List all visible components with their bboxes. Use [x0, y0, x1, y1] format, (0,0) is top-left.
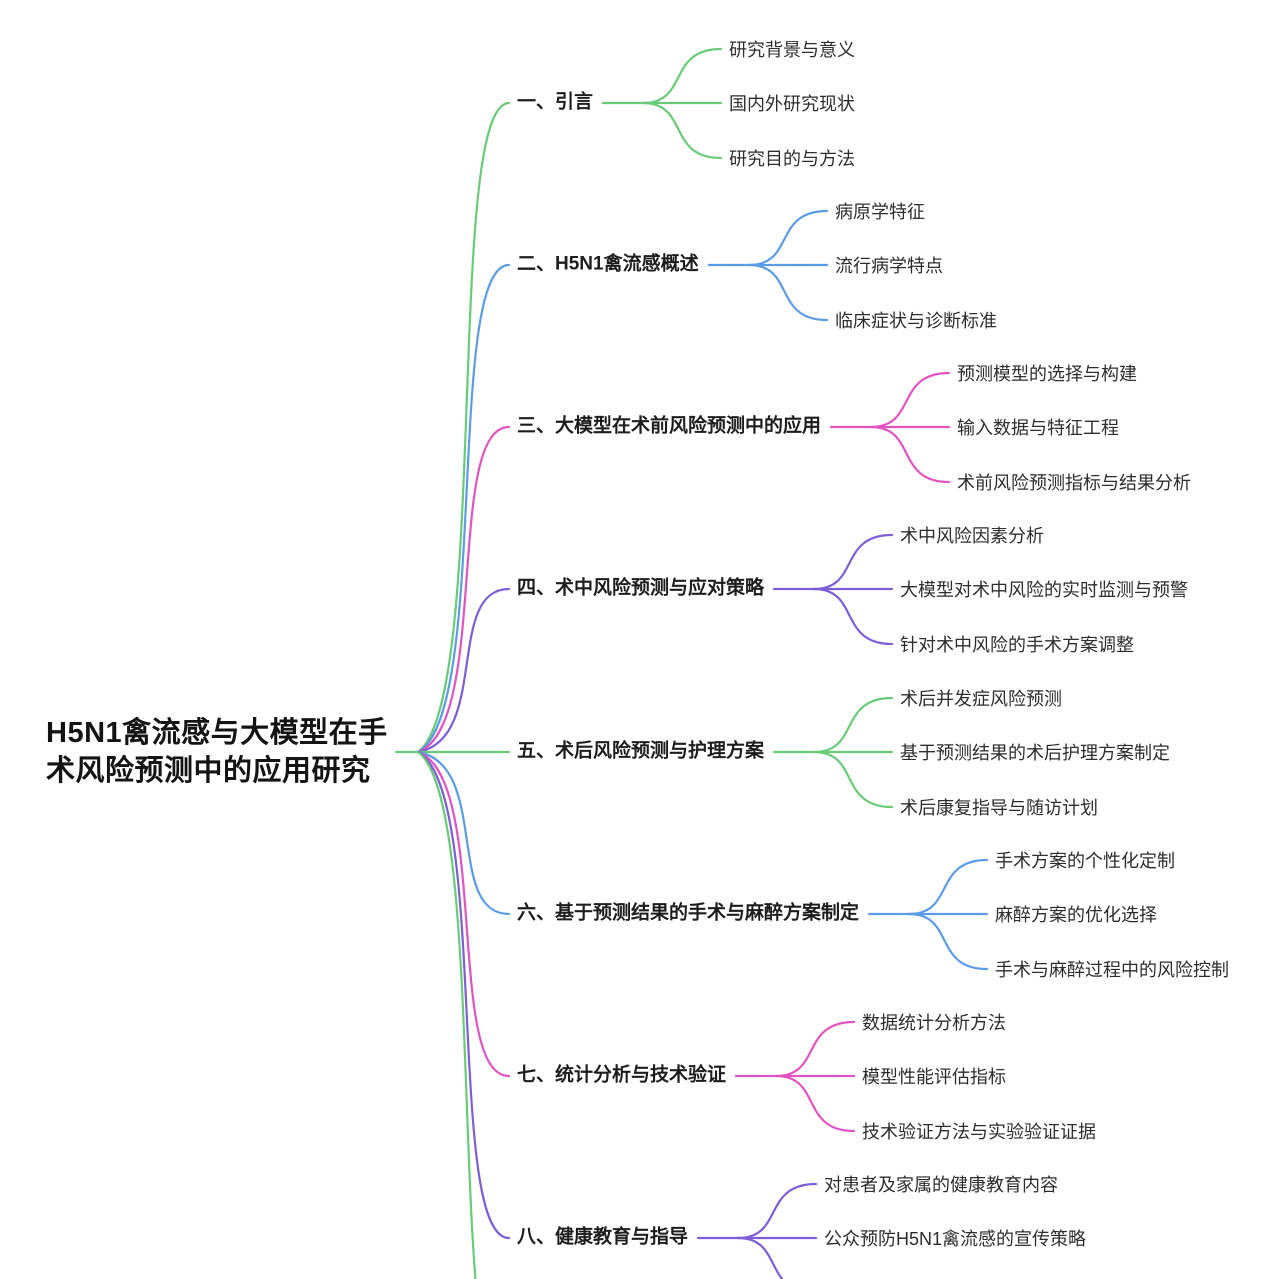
child-node[interactable]: 大模型对术中风险的实时监测与预警	[900, 580, 1188, 600]
child-node[interactable]: 基于预测结果的术后护理方案制定	[900, 743, 1170, 763]
connector-line	[416, 263, 511, 754]
connector-line	[736, 1236, 784, 1279]
child-node[interactable]: 术前风险预测指标与结果分析	[957, 473, 1191, 493]
connector-line	[416, 587, 511, 754]
child-node[interactable]: 国内外研究现状	[729, 94, 855, 114]
branch-node[interactable]: 七、统计分析与技术验证	[517, 1064, 727, 1086]
connector-line	[774, 1074, 856, 1133]
connector-line	[812, 533, 894, 591]
child-node[interactable]: 研究目的与方法	[729, 149, 855, 169]
branch-node[interactable]: 四、术中风险预测与应对策略	[517, 577, 765, 599]
connector-line	[869, 371, 951, 429]
connector-line	[416, 425, 511, 754]
connector-line	[869, 425, 951, 484]
child-node[interactable]: 麻醉方案的优化选择	[995, 905, 1157, 925]
child-node[interactable]: 研究背景与意义	[729, 40, 855, 60]
connector-line	[747, 263, 829, 322]
child-node[interactable]: 术中风险因素分析	[900, 526, 1044, 546]
child-node[interactable]: 临床症状与诊断标准	[835, 311, 997, 331]
root-node[interactable]: H5N1禽流感与大模型在手术风险预测中的应用研究	[46, 717, 388, 787]
connector-line	[774, 1020, 856, 1078]
child-node[interactable]: 术后康复指导与随访计划	[900, 798, 1098, 818]
branch-node[interactable]: 八、健康教育与指导	[517, 1226, 689, 1248]
connector-line	[812, 696, 894, 754]
connector-line	[416, 101, 511, 754]
child-node[interactable]: 输入数据与特征工程	[957, 418, 1119, 438]
child-node[interactable]: 病原学特征	[835, 202, 925, 222]
child-node[interactable]: 技术验证方法与实验验证证据	[862, 1122, 1096, 1142]
branch-node[interactable]: 一、引言	[517, 91, 594, 113]
child-node[interactable]: 手术方案的个性化定制	[995, 851, 1175, 871]
child-node[interactable]: 模型性能评估指标	[862, 1067, 1006, 1087]
connector-line	[416, 750, 511, 1078]
connector-line	[812, 587, 894, 646]
connector-line	[747, 209, 829, 267]
child-node[interactable]: 公众预防H5N1禽流感的宣传策略	[824, 1229, 1087, 1249]
branch-node[interactable]: 二、H5N1禽流感概述	[517, 253, 699, 275]
connector-line	[416, 750, 477, 1279]
connector-line	[736, 1182, 818, 1240]
child-node[interactable]: 针对术中风险的手术方案调整	[900, 635, 1134, 655]
child-node[interactable]: 预测模型的选择与构建	[957, 364, 1137, 384]
child-node[interactable]: 手术与麻醉过程中的风险控制	[995, 960, 1229, 980]
connector-line	[907, 912, 989, 971]
branch-node[interactable]: 六、基于预测结果的手术与麻醉方案制定	[517, 902, 860, 924]
child-node[interactable]: 流行病学特点	[835, 256, 943, 276]
connector-line	[416, 750, 511, 916]
connector-line	[907, 858, 989, 916]
connector-line	[641, 101, 723, 160]
connector-line	[416, 750, 511, 1240]
connector-line	[641, 47, 723, 105]
branch-node[interactable]: 三、大模型在术前风险预测中的应用	[517, 415, 822, 437]
child-node[interactable]: 术后并发症风险预测	[900, 689, 1062, 709]
branch-node[interactable]: 五、术后风险预测与护理方案	[517, 740, 765, 762]
child-node[interactable]: 数据统计分析方法	[862, 1013, 1006, 1033]
child-node[interactable]: 对患者及家属的健康教育内容	[824, 1175, 1058, 1195]
connector-line	[812, 750, 894, 809]
